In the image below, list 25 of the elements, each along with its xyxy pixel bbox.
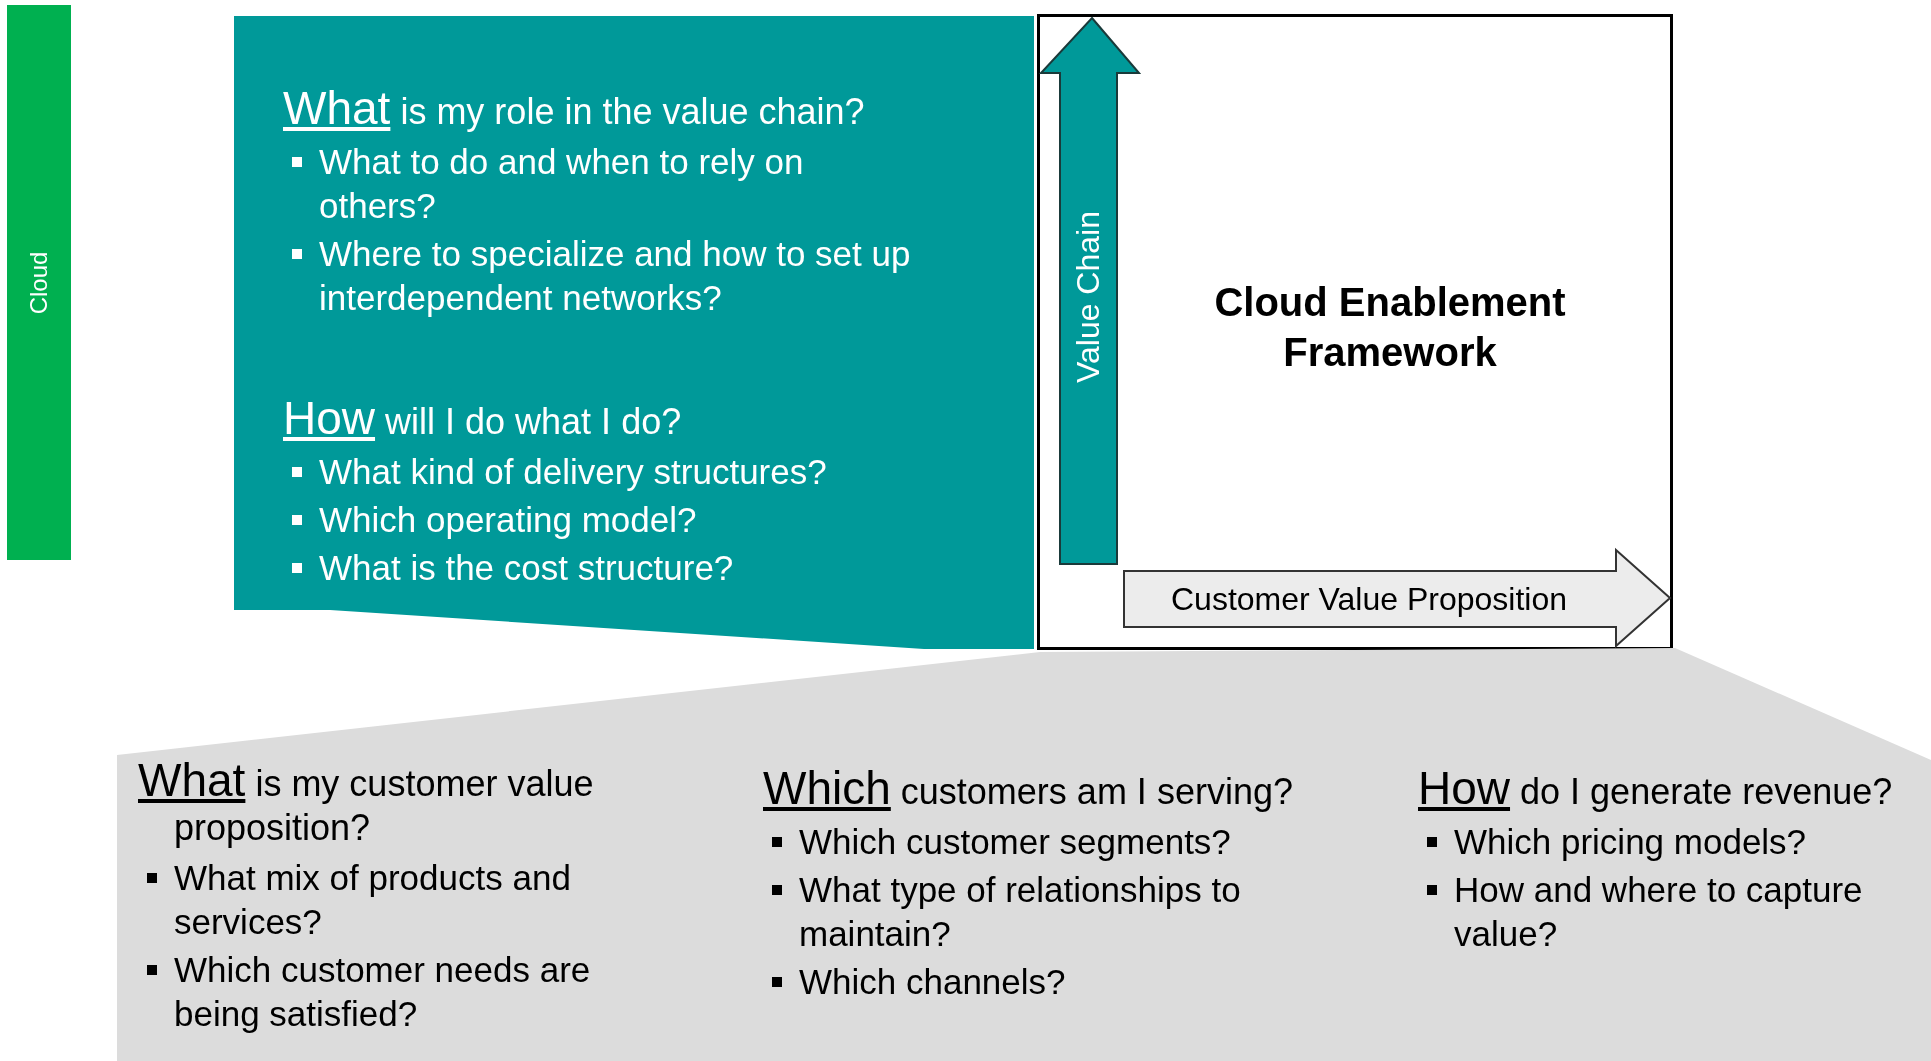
bullet-question: Which customer segments?	[799, 822, 1231, 861]
bullet-question: Which pricing models?	[1454, 822, 1807, 861]
arrow-label: Customer Value Proposition	[1171, 580, 1567, 618]
bullet-question: What is the cost structure?	[319, 548, 734, 587]
bullet-question: How and where to capture value?	[1454, 870, 1863, 953]
question-heading: How do I generate revenue?	[1418, 766, 1894, 814]
framework-title: Cloud Enablement Framework	[1213, 279, 1567, 376]
vertical-label: Cloud	[25, 251, 53, 314]
arrow-label: Value Chain	[1069, 211, 1107, 383]
callout-panel	[117, 648, 1931, 1061]
bullet-question: What kind of delivery structures?	[319, 452, 827, 491]
question-heading: Which customers am I serving?	[763, 766, 1294, 814]
bullet-question: What to do and when to rely on others?	[319, 142, 804, 225]
question-heading: What is my role in the value chain?	[283, 86, 866, 134]
question-heading: How will I do what I do?	[283, 396, 683, 444]
question-heading: What is my customer value proposition?	[138, 758, 595, 850]
bullet-question: What type of relationships to maintain?	[799, 870, 1241, 953]
framework-frame	[1037, 14, 1673, 650]
bullet-question: Which customer needs are being satisfied?	[174, 950, 591, 1033]
bullet-question: Which channels?	[799, 962, 1066, 1001]
bullet-question: Which operating model?	[319, 500, 697, 539]
bullet-question: Where to specialize and how to set up interdependent networks?	[319, 234, 911, 317]
callout-panel	[234, 16, 1034, 649]
bullet-question: What mix of products and services?	[174, 858, 571, 941]
side-label-bar	[7, 5, 71, 560]
